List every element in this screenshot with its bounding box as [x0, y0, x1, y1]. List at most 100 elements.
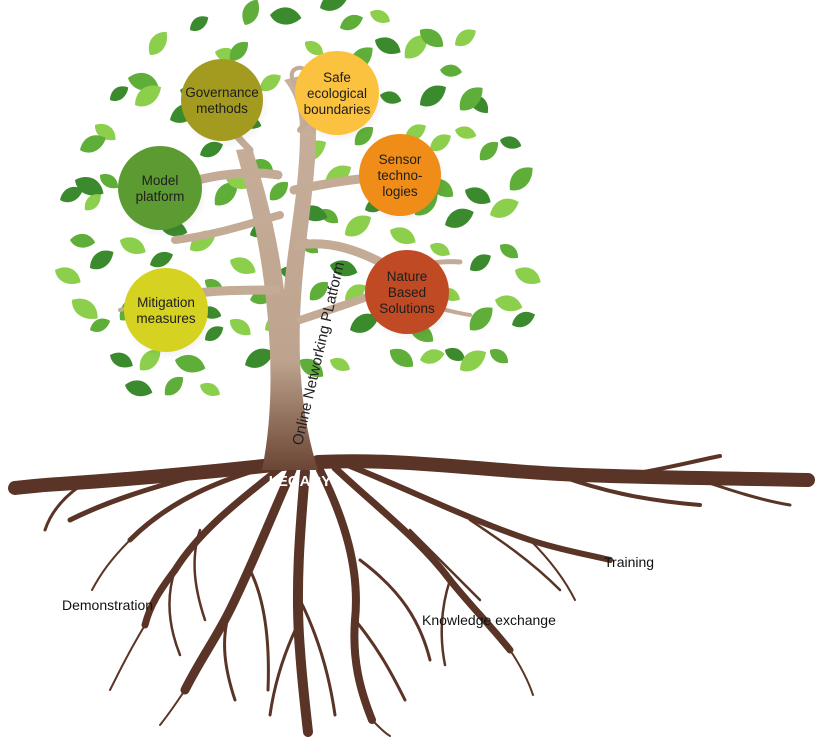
leaf — [515, 267, 541, 285]
leaf — [489, 349, 509, 364]
root-label-demonstration: Demonstration — [62, 597, 153, 613]
leaf — [455, 126, 477, 139]
leaf — [469, 307, 493, 331]
circle-label-line: Safe — [323, 70, 351, 85]
leaf — [229, 318, 251, 336]
leaf — [500, 136, 522, 149]
circle-label-line: Solutions — [379, 301, 435, 316]
leaf — [70, 233, 96, 248]
circle-fill — [365, 250, 449, 334]
leaf — [175, 354, 206, 373]
circle-label-line: ecological — [307, 86, 367, 101]
leaf — [190, 16, 209, 31]
leaf — [110, 86, 129, 101]
circle-label-line: techno- — [377, 168, 422, 183]
circle-fill — [124, 268, 208, 352]
tree-roots — [8, 454, 815, 737]
leaf — [345, 284, 366, 302]
leaf — [299, 358, 324, 378]
circle-fill — [295, 51, 379, 135]
leaf — [135, 85, 162, 107]
leaf — [125, 380, 153, 397]
leaf — [499, 244, 519, 259]
leaf — [509, 167, 533, 191]
root-label-knowledge-exchange: Knowledge exchange — [422, 612, 556, 628]
leaf — [455, 29, 476, 47]
leaf — [214, 182, 238, 206]
leaf — [495, 295, 523, 312]
leaf — [370, 9, 390, 23]
leaf — [84, 194, 101, 211]
circle-label-line: Nature — [387, 269, 428, 284]
circle-label-line: platform — [136, 189, 185, 204]
leaf — [419, 28, 444, 48]
circle-label-line: methods — [196, 101, 248, 116]
leaf — [260, 74, 281, 92]
root-label-training: Training — [604, 554, 654, 570]
leaf — [148, 31, 168, 56]
leaf — [389, 348, 414, 368]
leaf — [430, 242, 450, 256]
leaf — [470, 254, 491, 272]
circle-label-line: Mitigation — [137, 295, 195, 310]
leaf — [90, 250, 114, 270]
circle-fill — [118, 146, 202, 230]
leaf — [150, 251, 174, 268]
leaf — [110, 352, 133, 368]
legacy-label: LEGACY — [269, 473, 332, 490]
leaf — [309, 281, 329, 301]
leaf — [460, 350, 487, 372]
leaf — [230, 257, 256, 275]
leaf — [380, 91, 402, 104]
leaf — [479, 141, 499, 161]
circle-label-line: boundaries — [304, 102, 371, 117]
leaf — [512, 311, 536, 328]
leaf — [420, 349, 445, 364]
circle-label-line: measures — [136, 311, 196, 326]
leaf — [390, 227, 416, 245]
circle-label-line: Sensor — [379, 152, 422, 167]
leaf — [200, 382, 220, 396]
leaf — [229, 41, 249, 61]
leaf — [320, 0, 349, 11]
leaf — [430, 134, 451, 152]
leaf — [242, 0, 260, 25]
leaf — [304, 41, 324, 56]
leaf — [330, 357, 350, 371]
leaf — [80, 135, 106, 153]
leaf — [71, 298, 98, 319]
leaf — [420, 85, 447, 107]
circle-label-line: logies — [382, 184, 418, 199]
leaf — [445, 208, 474, 228]
circle-fill — [181, 59, 263, 141]
leaf — [269, 181, 289, 201]
leaf — [345, 215, 372, 237]
circle-label-line: Governance — [185, 85, 259, 100]
leaf — [459, 87, 483, 111]
leaf — [60, 186, 84, 203]
leaf — [245, 348, 274, 368]
leaf — [330, 260, 358, 277]
leaf — [465, 187, 491, 205]
leaf — [90, 318, 111, 332]
leaf — [440, 64, 463, 77]
circle-label-line: Based — [388, 285, 426, 300]
circle-fill — [359, 134, 441, 216]
leaf — [340, 14, 364, 31]
leaf — [375, 37, 401, 55]
leaf — [99, 174, 119, 189]
leaf — [404, 35, 428, 59]
leaf — [490, 198, 519, 218]
circle-label-line: Model — [142, 173, 179, 188]
leaf — [164, 376, 184, 396]
leaf — [445, 347, 465, 361]
leaf — [120, 237, 146, 255]
